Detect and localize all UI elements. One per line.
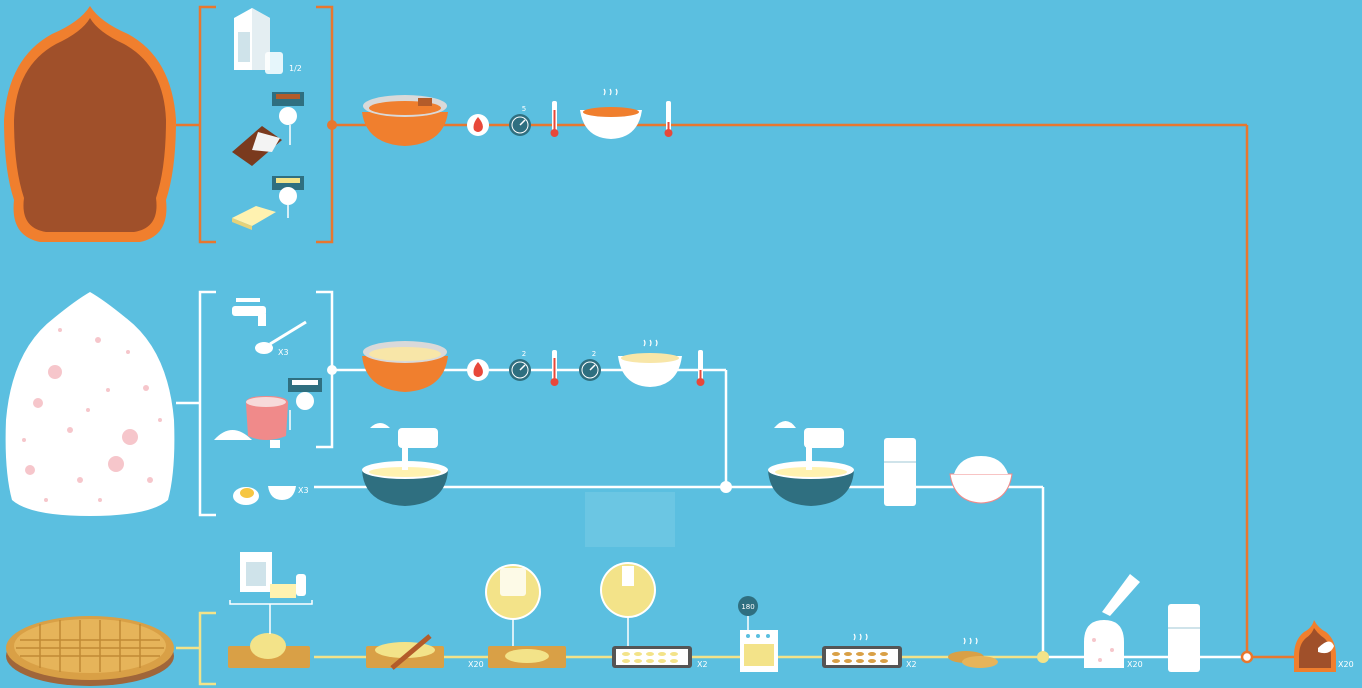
mixer-bowl-icon-slow (362, 423, 448, 506)
sugar-weight-label: 180 (298, 398, 311, 406)
cooking-pot-icon-chocolate (362, 95, 448, 146)
cooking-pot-icon-cream (362, 341, 448, 392)
chocolate-timer-label: 5 (522, 105, 526, 113)
cookie-stack-icon (948, 638, 998, 668)
milk-quantity-label: 1/2 (289, 64, 302, 73)
final-junction-dot (1242, 652, 1252, 662)
rolling-pin-board-icon (366, 636, 444, 668)
baked-tray-icon (822, 634, 902, 668)
butter-weight-label: 50 (284, 193, 293, 201)
fridge-icon-cream (884, 438, 916, 506)
highlight-square (585, 492, 675, 547)
cut-count-label: X20 (468, 660, 484, 669)
dough-junction-dot (1037, 651, 1049, 663)
flour-bag-icon (230, 552, 312, 604)
tray-count-label: X2 (697, 660, 708, 669)
thermometer-icon-cool (665, 101, 673, 137)
timer-icon-cream-1 (509, 359, 531, 381)
dough-ball-board-icon (228, 604, 310, 668)
egg-quantity-label: X3 (298, 486, 309, 495)
whipped-cream-bowl-icon (950, 456, 1012, 503)
baking-tray-icon (600, 562, 692, 668)
water-spoons-label: X3 (278, 348, 289, 357)
cream-timer2-label: 2 (592, 350, 596, 358)
timer-icon-chocolate (509, 114, 531, 136)
cream-junction-dot-1 (327, 365, 337, 375)
meringue-dome-icon (6, 292, 175, 516)
cutting-board-icon (485, 564, 566, 668)
fridge-icon-final (1168, 604, 1200, 672)
flame-icon (467, 114, 489, 136)
tart-base-icon (6, 616, 174, 686)
oven-temp-label: 180 (741, 603, 754, 611)
thermometer-icon (551, 101, 559, 137)
chocolate-junction-dot (327, 120, 337, 130)
chocolate-bar-icon (232, 125, 290, 166)
steaming-bowl-icon-cream (618, 340, 682, 387)
chocolate-flow-line (176, 7, 1295, 657)
butter-block-icon (232, 205, 288, 230)
baked-tray-count-label: X2 (906, 660, 917, 669)
thermometer-icon-cream (551, 350, 559, 386)
chocolate-dome-icon (4, 6, 176, 242)
chocolate-weight-label: 200 (281, 113, 294, 121)
milk-carton-icon (234, 8, 283, 74)
piped-count-label: X20 (1127, 660, 1143, 669)
cream-flow-line (176, 292, 1247, 657)
mixer-bowl-icon-fast (768, 421, 854, 506)
final-count-label: X20 (1338, 660, 1354, 669)
finished-dessert-icon (1294, 620, 1336, 672)
cream-junction-dot-2 (720, 481, 732, 493)
sugar-bag-icon (214, 396, 288, 448)
piped-meringue-icon (1084, 574, 1140, 668)
timer-icon-cream-2 (579, 359, 601, 381)
thermometer-icon-cream-cool (697, 350, 705, 386)
steaming-bowl-icon-chocolate (580, 89, 642, 139)
cream-timer1-label: 2 (522, 350, 526, 358)
flame-icon-cream (467, 359, 489, 381)
egg-icon (233, 486, 296, 505)
water-tap-icon (232, 298, 266, 326)
